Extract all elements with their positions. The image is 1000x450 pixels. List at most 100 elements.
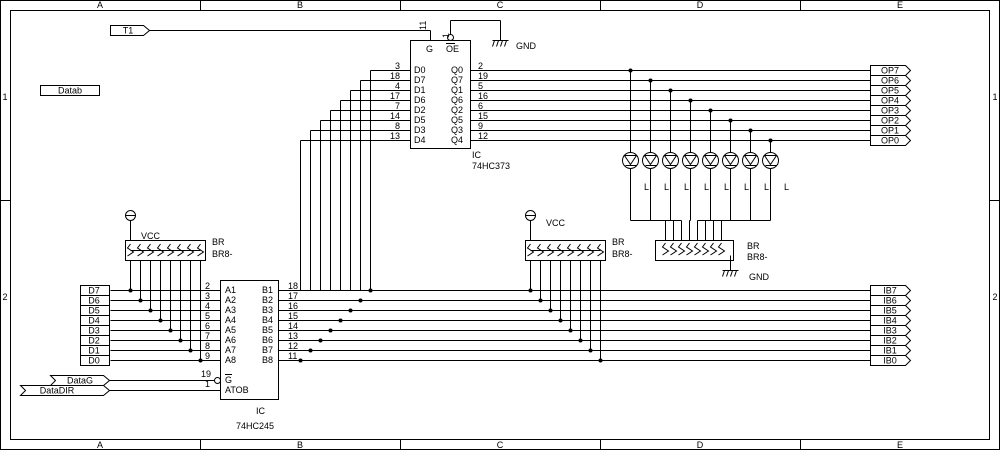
junction-dot [188, 348, 193, 353]
ic245-pin-num-B2: 17 [288, 291, 298, 301]
junction-dot [588, 348, 593, 353]
frame-col-bottom-D: D [697, 440, 704, 450]
ic245-pin-num-A6: 7 [205, 331, 210, 341]
ic373-pin-num-D2: 7 [395, 101, 400, 111]
port-ib3 [870, 325, 912, 336]
ic245-pin-num-B4: 15 [288, 311, 298, 321]
led-1 [642, 152, 659, 169]
ic373-g-pin: 11 [418, 21, 428, 30]
led-label-0: L [644, 182, 649, 192]
ic245-pin-name-B3: B3 [262, 305, 273, 315]
port-label-op4: OP4 [881, 96, 899, 106]
ic373-pin-name-D6: D6 [414, 95, 426, 105]
br8-label-mid: BR8- [612, 249, 633, 259]
junction-dot [558, 318, 563, 323]
ic245-pin-name-B8: B8 [262, 355, 273, 365]
led-label-3: L [704, 182, 709, 192]
ic245-g-label: G [225, 375, 232, 385]
ic373-pin-name-D1: D1 [414, 85, 426, 95]
frame-row-1: 1 [2, 92, 7, 102]
junction-dot [538, 298, 543, 303]
led-3 [682, 152, 699, 169]
br-label-led: BR [747, 241, 760, 251]
ic245-atob-label: ATOB [225, 385, 249, 395]
ic245-pin-name-B5: B5 [262, 325, 273, 335]
ic373-pin-num-Q5: 15 [478, 111, 488, 121]
port-ib0 [870, 355, 912, 366]
port-op6 [870, 75, 912, 86]
port-op5 [870, 85, 912, 96]
br-label-left: BR [212, 237, 225, 247]
junction-dot [358, 298, 363, 303]
port-ib4 [870, 315, 912, 326]
junction-dot [148, 308, 153, 313]
ic373-part-label: 74HC373 [472, 161, 510, 171]
gnd-label-top: GND [516, 41, 537, 51]
t1-port: T1 11 [110, 21, 431, 41]
port-op3 [870, 105, 912, 116]
ic245-pin-num-B8: 11 [288, 351, 297, 361]
frame-col-D: D [697, 0, 704, 10]
rn-left-resistor-6 [186, 243, 195, 257]
ic373-pin-name-Q5: Q5 [451, 115, 463, 125]
rn-mid-resistor-2 [546, 243, 555, 257]
port-op0 [870, 135, 912, 146]
rn-led-resistor-4 [693, 242, 702, 256]
ic373-pin-num-D3: 8 [395, 121, 400, 131]
junction-dot [318, 338, 323, 343]
rn-left-resistor-4 [166, 243, 175, 257]
port-label-op7: OP7 [881, 66, 899, 76]
datab-port: Datab [40, 85, 100, 96]
rn-mid-resistor-7 [596, 243, 605, 257]
led-6 [742, 152, 759, 169]
ic373-pin-num-D4: 13 [390, 131, 400, 141]
frame-row-2: 2 [2, 292, 7, 302]
junction-dot [158, 318, 163, 323]
rn-left-resistor-0 [126, 243, 135, 257]
port-label-d6: D6 [88, 296, 100, 306]
gnd-symbol-top [492, 40, 509, 47]
led-diode-2 [663, 155, 678, 166]
ic373-pin-num-D5: 14 [390, 111, 400, 121]
rn-mid-body [525, 240, 606, 261]
ic245-pin-num-A7: 8 [205, 341, 210, 351]
junction-dot [598, 358, 603, 363]
led-diode-3 [683, 155, 698, 166]
port-ib2 [870, 335, 912, 346]
led-label-7: L [784, 182, 789, 192]
rn-led-resistor-6 [709, 242, 718, 256]
led-diode-5 [723, 155, 738, 166]
port-label-op1: OP1 [881, 126, 899, 136]
rn-mid-resistor-6 [586, 243, 595, 257]
led-diode-0 [623, 155, 638, 166]
ic245-pin-num-A4: 5 [205, 311, 210, 321]
ic245-pin-name-A8: A8 [225, 355, 236, 365]
ic245-atob-pin: 1 [205, 379, 210, 389]
rn-led-resistor-3 [685, 242, 694, 256]
rn-mid-resistor-4 [566, 243, 575, 257]
port-label-ib0: IB0 [883, 356, 897, 366]
ic373-pin-name-D4: D4 [414, 135, 426, 145]
rn-left-resistor-3 [156, 243, 165, 257]
led-label-2: L [684, 182, 689, 192]
br-label-mid: BR [612, 237, 625, 247]
port-label-ib2: IB2 [883, 336, 897, 346]
ic245-pin-name-A3: A3 [225, 305, 236, 315]
frame-col-C: C [497, 0, 504, 10]
resistor-network-middle: VCC BR BR8- [525, 210, 633, 261]
rn-mid-resistor-1 [536, 243, 545, 257]
junction-dot [138, 298, 143, 303]
rn-mid-resistor-5 [576, 243, 585, 257]
frame-row-right-2: 2 [992, 292, 997, 302]
rn-led-resistor-0 [661, 242, 670, 256]
ic245-pin-name-A1: A1 [225, 285, 236, 295]
ic245-pin-num-A3: 4 [205, 301, 210, 311]
ic245-pin-num-A2: 3 [205, 291, 210, 301]
frame-col-A: A [97, 0, 103, 10]
port-op4 [870, 95, 912, 106]
ic373-pin-num-Q2: 6 [478, 101, 483, 111]
led-label-4: L [724, 182, 729, 192]
